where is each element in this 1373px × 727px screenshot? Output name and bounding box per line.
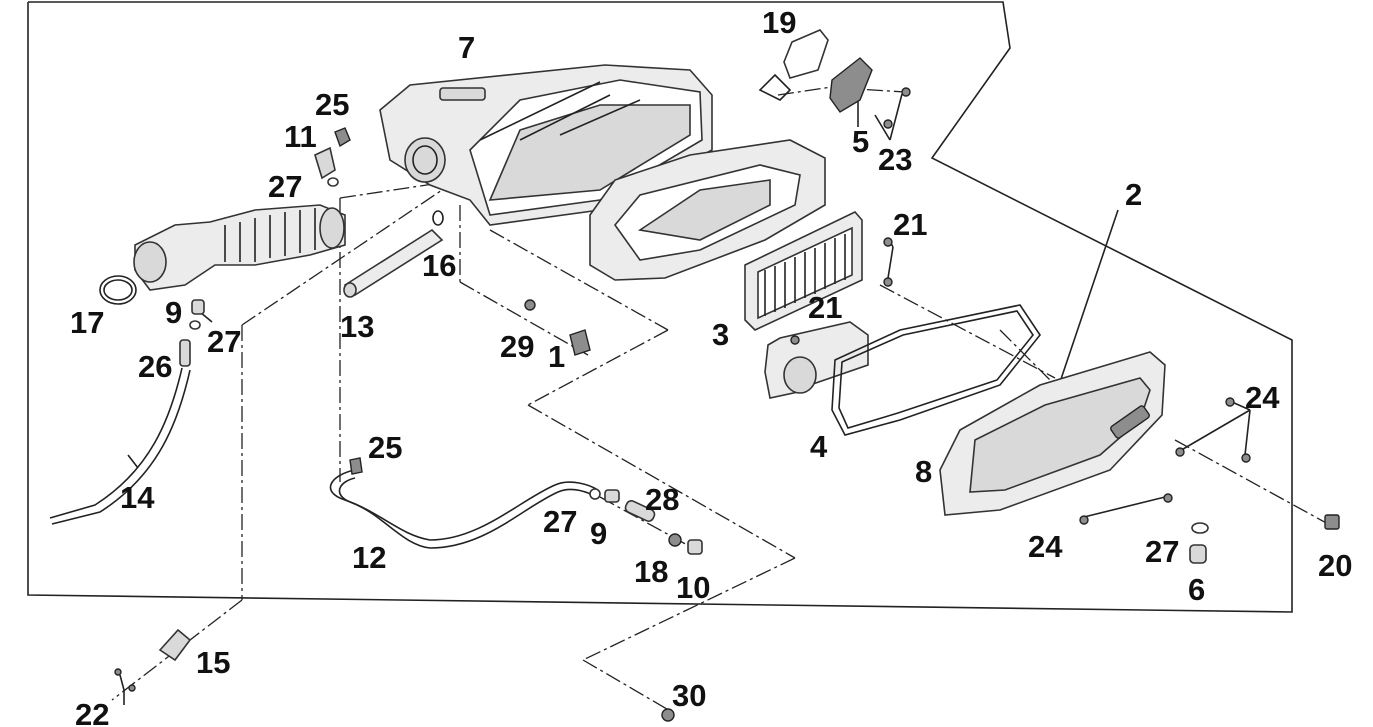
- intake-hose-duct: [133, 204, 346, 291]
- callout-15: 16: [422, 248, 456, 283]
- callout-9: 9: [590, 516, 607, 551]
- callout-23: 23: [878, 142, 912, 177]
- callout-24: 24: [1245, 380, 1280, 415]
- callout-1: 1: [548, 339, 565, 374]
- intake-snorkel-tube: [764, 321, 869, 399]
- cover-plate-part-5: [829, 57, 873, 113]
- callout-25: 25: [315, 87, 349, 122]
- label-sticker-part-19: [758, 29, 829, 101]
- leader-lines: [111, 84, 1331, 713]
- gasket-part-4: [831, 304, 1041, 436]
- airbox-base-shell: [589, 139, 826, 281]
- callout-18: 18: [634, 554, 668, 589]
- callout-28: 28: [645, 482, 679, 517]
- callout-10: 10: [676, 570, 710, 605]
- assembly-boundary-line: [27, 1, 1293, 613]
- callout-27: 27: [543, 504, 577, 539]
- callout-26: 26: [138, 349, 172, 384]
- callout-17: 17: [70, 305, 104, 340]
- hose-clamp-part-17: [99, 275, 137, 305]
- callout-29: 29: [500, 329, 534, 364]
- callout-8: 8: [915, 454, 932, 489]
- callout-20: 20: [1318, 548, 1352, 583]
- air-filter-element-part-3: [744, 211, 863, 331]
- callout-14: 14: [120, 480, 155, 515]
- airbox-cover-part-8: [939, 351, 1166, 516]
- breather-hose-part-14: [49, 367, 191, 525]
- small-fasteners: [114, 87, 1340, 722]
- callout-6: 6: [1188, 572, 1205, 607]
- callout-12: 12: [352, 540, 386, 575]
- callout-9: 9: [165, 295, 182, 330]
- callout-16: 15: [196, 645, 230, 680]
- callout-24: 24: [1028, 529, 1063, 564]
- callout-22: 22: [75, 697, 109, 727]
- callout-21: 21: [893, 207, 927, 242]
- callout-21: 21: [808, 290, 842, 325]
- callout-labels: 7 19 25 11 27 5 23 2 21 16 17 9 27 26 13…: [70, 5, 1352, 727]
- callout-7: 7: [458, 30, 475, 65]
- callout-5: 5: [852, 124, 869, 159]
- callout-4: 4: [810, 429, 828, 464]
- callout-11: 11: [284, 119, 317, 154]
- callout-27: 27: [268, 169, 302, 204]
- callout-19: 19: [762, 5, 796, 40]
- callout-3: 3: [712, 317, 729, 352]
- callout-25: 25: [368, 430, 402, 465]
- callout-2: 2: [1125, 177, 1142, 212]
- callout-30: 30: [672, 678, 706, 713]
- callout-27: 27: [1145, 534, 1179, 569]
- drain-tube-part-13: [343, 228, 444, 298]
- callout-27: 27: [207, 324, 241, 359]
- breather-hose-part-12: [329, 469, 599, 549]
- callout-13: 13: [340, 309, 374, 344]
